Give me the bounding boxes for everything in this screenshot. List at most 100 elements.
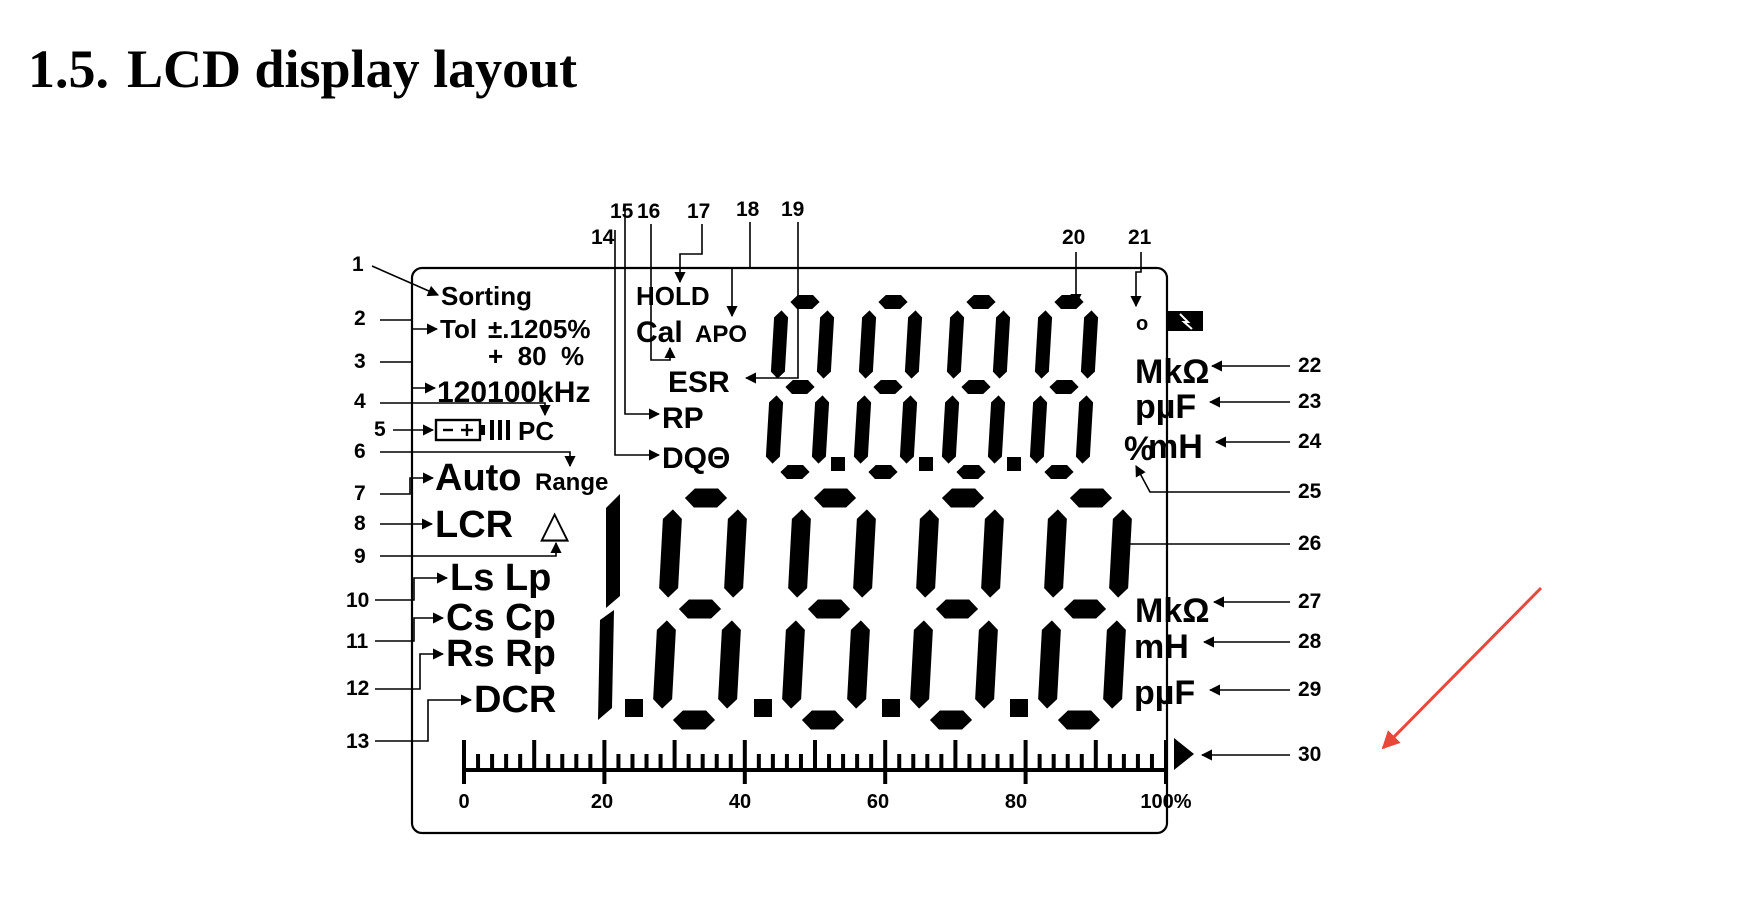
- leader-line: [380, 361, 437, 394]
- lcd-frame: [410, 266, 1169, 835]
- digit-segment: [816, 310, 835, 379]
- callout-number: 29: [1298, 678, 1321, 701]
- bargraph-segment: [1149, 754, 1154, 768]
- lcd-label-dqtheta: DQΘ: [662, 442, 730, 475]
- bargraph-segment: [462, 740, 466, 768]
- bargraph-segment: [728, 754, 733, 768]
- lcd-label-delta: △: [540, 504, 570, 546]
- bargraph-segment: [1037, 754, 1042, 768]
- digit-segment: [1029, 395, 1048, 464]
- bargraph-segment: [798, 754, 803, 768]
- bargraph-segment: [897, 754, 902, 768]
- callout-number: 13: [346, 730, 369, 753]
- callout-number: 19: [781, 198, 804, 221]
- leader-line: [726, 222, 751, 318]
- digit-segment: [780, 465, 810, 479]
- digit-segment: [1109, 509, 1132, 598]
- leader-line: [614, 230, 661, 461]
- leader-line: [1130, 252, 1142, 308]
- lcd-unit-mh-top: mH: [1148, 428, 1203, 466]
- bargraph-segment: [686, 754, 691, 768]
- callout-number: 5: [374, 418, 386, 441]
- bargraph-tick-label: 100%: [1140, 791, 1191, 813]
- callout-number: 7: [354, 482, 366, 505]
- lcd-unit-pf-top: pµF: [1135, 388, 1196, 426]
- leader-lines: [371, 204, 1290, 761]
- leader-line: [375, 648, 445, 690]
- leader-line: [380, 319, 439, 335]
- digit-segment: [941, 395, 960, 464]
- lcd-label-tol: Tol: [440, 314, 477, 344]
- leader-line: [380, 541, 562, 557]
- bargraph-major-tick: [1164, 772, 1168, 784]
- lcd-label-apo: APO: [695, 321, 747, 348]
- bargraph-segment: [532, 740, 537, 768]
- bargraph-overflow-arrow: [1174, 738, 1194, 770]
- callout-number: 15: [610, 200, 634, 223]
- bargraph-segment: [574, 754, 579, 768]
- decimal-point: [754, 699, 772, 717]
- digit-segment: [788, 509, 811, 598]
- lcd-label-hold: HOLD: [636, 281, 710, 311]
- callout-number: 23: [1298, 390, 1321, 413]
- section-heading: 1.5. LCD display layout: [28, 38, 577, 100]
- digit-segment: [853, 395, 872, 464]
- bargraph-segment: [742, 740, 747, 768]
- bargraph-segment: [911, 754, 916, 768]
- bargraph-segment: [1065, 754, 1070, 768]
- bargraph-segment: [616, 754, 621, 768]
- digit-segment: [801, 710, 845, 730]
- callout-number: 24: [1298, 430, 1322, 453]
- digit-segment: [785, 380, 815, 394]
- lcd-label-ls-lp: Ls Lp: [450, 557, 551, 599]
- primary-digits: [598, 488, 1132, 730]
- bargraph-segment: [756, 754, 761, 768]
- callout-number: 4: [354, 390, 366, 413]
- callout-number: 14: [591, 226, 615, 249]
- bargraph-tick-labels: 0 20 40 60 80 100%: [458, 791, 1191, 813]
- digit-segment: [910, 620, 933, 709]
- bargraph-segment: [1051, 754, 1056, 768]
- digit-segment: [1069, 488, 1113, 508]
- bargraph-tick-label: 80: [1005, 791, 1027, 813]
- lcd-label-lcr: LCR: [435, 504, 513, 546]
- leader-line: [650, 224, 676, 361]
- digit-segment: [858, 310, 877, 379]
- section-title: LCD display layout: [127, 39, 578, 99]
- bargraph-segment: [560, 754, 565, 768]
- callout-number: 9: [354, 545, 366, 568]
- bargraph-segment: [714, 754, 719, 768]
- bargraph: [462, 738, 1194, 784]
- digit-segment: [1080, 310, 1099, 379]
- bargraph-tick-label: 0: [458, 791, 469, 813]
- bargraph-tick-label: 40: [729, 791, 751, 813]
- digit-segment: [1044, 465, 1074, 479]
- bargraph-segment: [504, 754, 509, 768]
- lcd-label-auto: Auto: [435, 457, 522, 499]
- secondary-digits: [765, 295, 1099, 479]
- bargraph-major-tick: [1023, 772, 1028, 784]
- callout-number: 30: [1298, 743, 1321, 766]
- section-number: 1.5.: [28, 39, 109, 99]
- callout-number: 1: [352, 253, 364, 276]
- callout-number: 2: [354, 307, 366, 330]
- callout-number: 22: [1298, 354, 1321, 377]
- bargraph-segment: [644, 754, 649, 768]
- digit-segment: [1038, 620, 1061, 709]
- lcd-label-tol-percent: + 80 %: [488, 341, 584, 371]
- digit-segment: [724, 509, 747, 598]
- lcd-label-pc: PC: [518, 416, 554, 446]
- digit-segment: [659, 509, 682, 598]
- bargraph-segment: [855, 754, 860, 768]
- callout-number: 20: [1062, 226, 1085, 249]
- digit-segment: [598, 610, 614, 720]
- lcd-unit-percent: %: [1124, 430, 1154, 468]
- callout-number: 11: [346, 630, 369, 653]
- bargraph-segment: [1079, 754, 1084, 768]
- digit-segment: [987, 395, 1006, 464]
- bargraph-segment: [672, 740, 677, 768]
- leader-line: [380, 472, 435, 495]
- callout-number: 28: [1298, 630, 1322, 653]
- digit-segment: [653, 620, 676, 709]
- digit-segment: [966, 295, 996, 309]
